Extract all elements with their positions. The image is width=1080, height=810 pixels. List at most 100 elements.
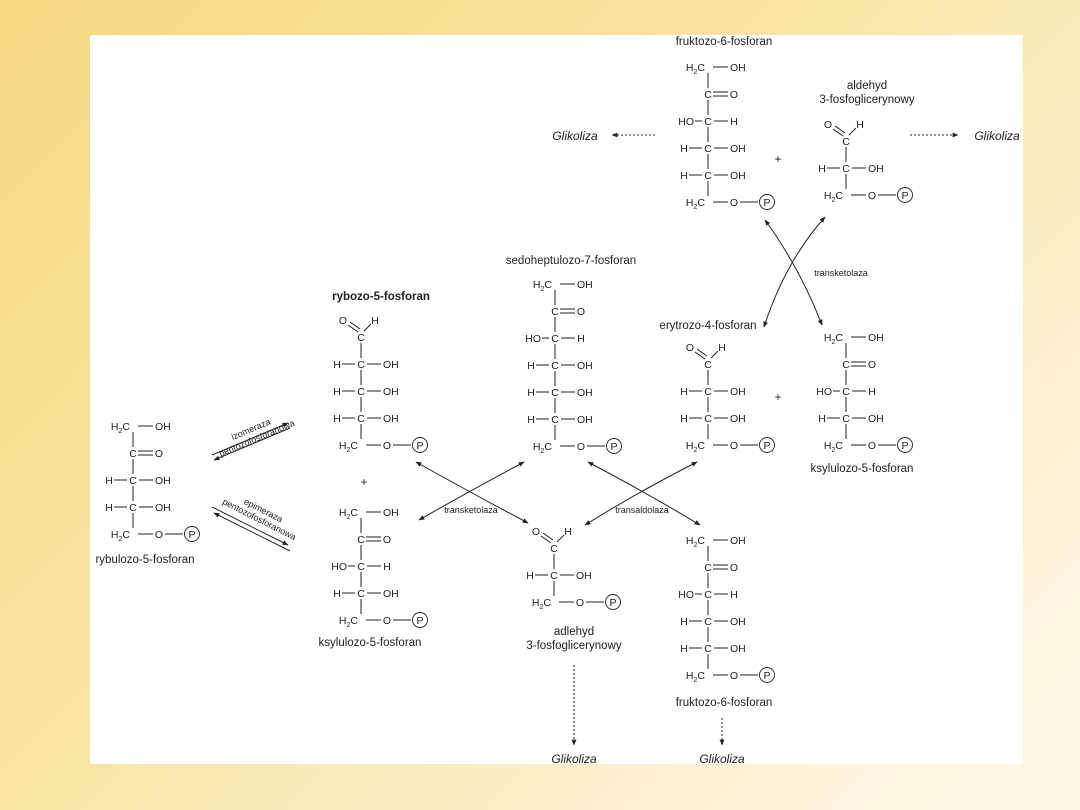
carbon-atom: C <box>129 448 137 460</box>
label-plus-top: + <box>775 154 782 166</box>
ch2-group: H2C <box>686 670 706 684</box>
hydroxyl-group: OH <box>577 414 593 426</box>
hydroxyl-group: HO <box>678 116 694 128</box>
hydroxyl-group: OH <box>868 413 884 425</box>
hydrogen-atom: H <box>105 475 113 487</box>
hydrogen-atom: H <box>680 386 688 398</box>
carbon-atom: C <box>551 414 559 426</box>
oxygen-atom: O <box>576 597 584 609</box>
carbon-atom: C <box>842 163 850 175</box>
hydroxyl-group: OH <box>576 570 592 582</box>
transaldolase-arrow-2 <box>584 461 698 526</box>
label-g3p-top-line1: aldehyd <box>847 80 887 92</box>
carbon-atom: C <box>842 136 850 148</box>
label-xylulose-5-phosphate-right: ksylulozo-5-fosforan <box>811 463 914 475</box>
oxygen-atom: O <box>155 529 163 541</box>
oxygen-atom: O <box>824 119 832 131</box>
carbon-atom: C <box>129 475 137 487</box>
label-ribulose-5-phosphate: rybulozo-5-fosforan <box>95 554 194 566</box>
hydrogen-atom: H <box>680 170 688 182</box>
carbon-atom: C <box>704 562 712 574</box>
hydroxyl-group: OH <box>155 475 171 487</box>
label-transaldolase: transaldolaza <box>615 505 669 515</box>
carbon-atom: C <box>704 359 712 371</box>
ch2-group: H2C <box>686 440 706 454</box>
hydrogen-atom: H <box>333 413 341 425</box>
label-transketolase-right: transketolaza <box>814 268 868 278</box>
phosphate-circle <box>897 187 913 203</box>
phosphate-circle <box>759 667 775 683</box>
oxygen-atom: O <box>730 197 738 209</box>
phosphate-label: P <box>416 440 423 452</box>
carbon-atom: C <box>357 534 365 546</box>
hydrogen-atom: H <box>333 588 341 600</box>
hydroxyl-group: OH <box>155 421 171 433</box>
hydrogen-atom: H <box>527 360 535 372</box>
label-plus-left: + <box>361 477 368 489</box>
phosphate-circle <box>897 437 913 453</box>
carbon-atom: C <box>704 413 712 425</box>
hydroxyl-group: OH <box>730 535 746 547</box>
hydrogen-atom: H <box>680 413 688 425</box>
label-fructose-6-phosphate-top: fruktozo-6-fosforan <box>676 36 773 48</box>
hydrogen-atom: H <box>564 526 572 538</box>
carbon-atom: C <box>550 570 558 582</box>
ch2-group: H2C <box>111 421 131 435</box>
hydroxyl-group: HO <box>525 333 541 345</box>
label-ribose-5-phosphate: rybozo-5-fosforan <box>332 291 430 303</box>
hydrogen-atom: H <box>527 387 535 399</box>
phosphate-label: P <box>609 597 616 609</box>
oxygen-atom: O <box>868 359 876 371</box>
label-glycolysis-right: Glikoliza <box>974 129 1020 143</box>
hydroxyl-group: OH <box>577 387 593 399</box>
oxygen-atom: O <box>155 448 163 460</box>
label-glycolysis-bottom-2: Glikoliza <box>699 752 745 766</box>
carbon-atom: C <box>357 386 365 398</box>
hydroxyl-group: OH <box>730 643 746 655</box>
hydrogen-atom: H <box>868 386 876 398</box>
carbon-atom: C <box>129 502 137 514</box>
hydroxyl-group: HO <box>678 589 694 601</box>
carbon-atom: C <box>357 588 365 600</box>
carbon-atom: C <box>704 589 712 601</box>
carbon-atom: C <box>357 332 365 344</box>
phosphate-circle <box>759 437 775 453</box>
hydroxyl-group: OH <box>577 279 593 291</box>
ch2-group: H2C <box>111 529 131 543</box>
isomerase-arrow-back <box>213 427 291 461</box>
hydroxyl-group: OH <box>383 386 399 398</box>
hydrogen-atom: H <box>818 163 826 175</box>
ch2-group: H2C <box>339 440 359 454</box>
oxygen-atom: O <box>868 190 876 202</box>
hydrogen-atom: H <box>383 561 391 573</box>
hydroxyl-group: HO <box>816 386 832 398</box>
label-g3p-bottom-line1: adlehyd <box>554 626 594 638</box>
hydroxyl-group: OH <box>383 507 399 519</box>
ch2-group: H2C <box>532 597 552 611</box>
phosphate-label: P <box>763 197 770 209</box>
hydrogen-atom: H <box>371 315 379 327</box>
carbon-atom: C <box>704 89 712 101</box>
hydrogen-atom: H <box>526 570 534 582</box>
ch2-group: H2C <box>824 440 844 454</box>
oxygen-atom: O <box>730 89 738 101</box>
phosphate-label: P <box>610 441 617 453</box>
hydrogen-atom: H <box>577 333 585 345</box>
hydrogen-atom: H <box>105 502 113 514</box>
phosphate-label: P <box>416 615 423 627</box>
hydroxyl-group: OH <box>868 332 884 344</box>
hydroxyl-group: OH <box>383 588 399 600</box>
isomerase-arrow-forward <box>211 422 289 456</box>
oxygen-atom: O <box>730 440 738 452</box>
transketolase-right-arrow-2 <box>763 216 826 328</box>
carbon-atom: C <box>842 359 850 371</box>
diagram-labels: fruktozo-6-fosforan aldehyd 3-fosfoglice… <box>95 36 1020 766</box>
transketolase-mid-arrow-2 <box>418 461 525 521</box>
hydrogen-atom: H <box>680 616 688 628</box>
